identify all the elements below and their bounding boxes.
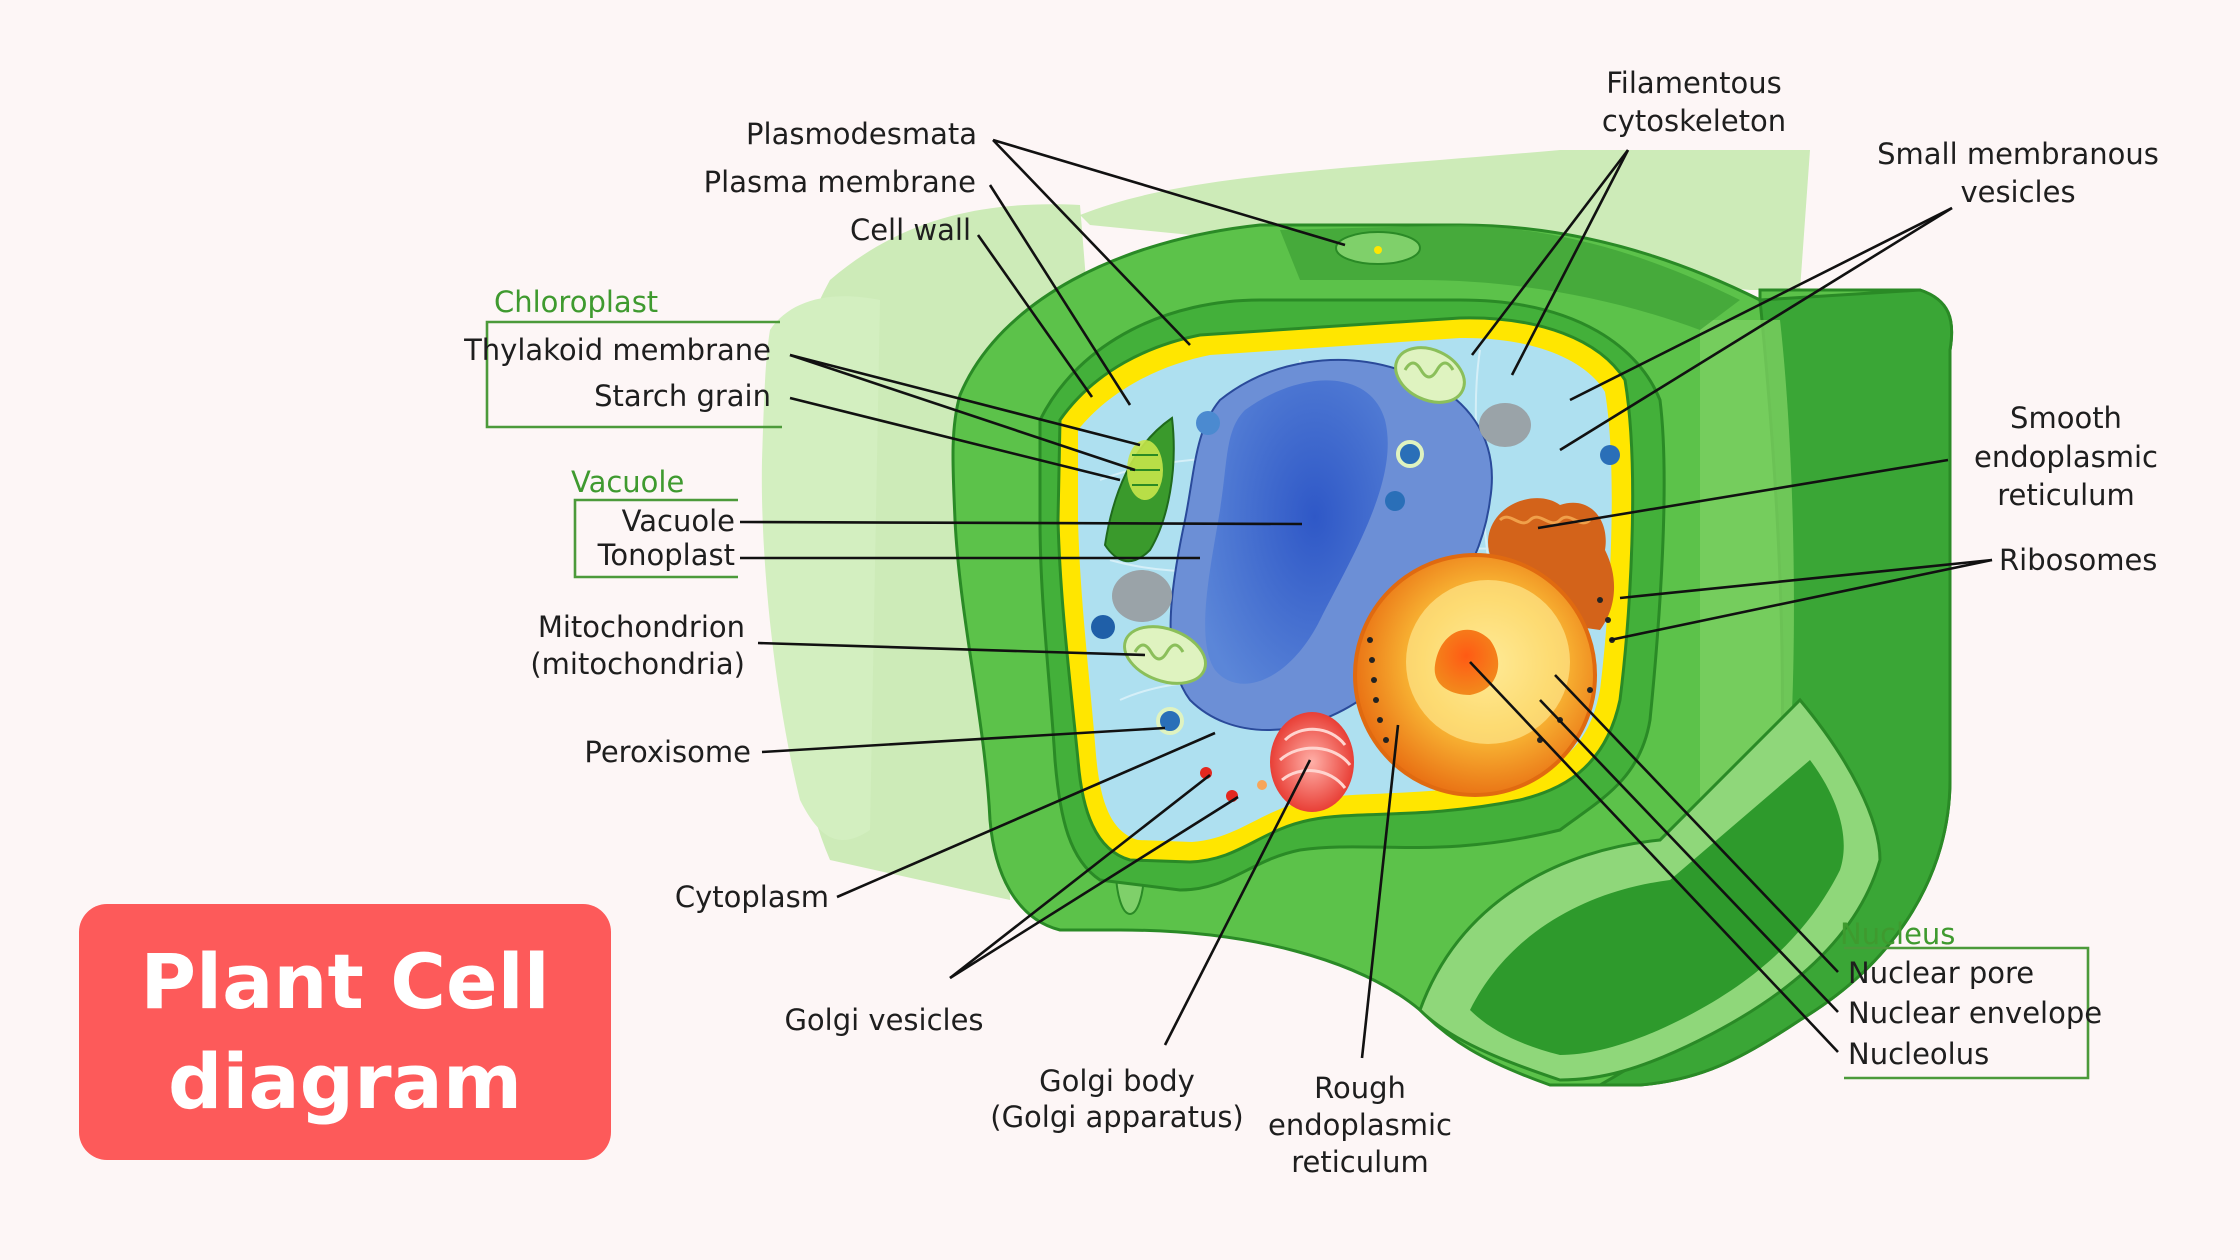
label-mitochondrion: Mitochondrion	[538, 610, 745, 644]
label-smooth-er-2: endoplasmic	[1974, 440, 2158, 474]
title-line-1: Plant Cell	[140, 937, 550, 1026]
label-cell-wall: Cell wall	[850, 213, 971, 247]
label-golgi-vesicles: Golgi vesicles	[784, 1003, 983, 1037]
label-golgi-apparatus: (Golgi apparatus)	[990, 1100, 1244, 1134]
label-peroxisome: Peroxisome	[584, 735, 751, 769]
mitochondrion-upper	[1394, 346, 1466, 404]
title-line-2: diagram	[167, 1037, 523, 1126]
label-small-vesicles-1: Small membranous	[1877, 137, 2159, 171]
group-heading-chloroplast: Chloroplast	[494, 285, 658, 319]
label-tonoplast: Tonoplast	[597, 538, 735, 572]
title-badge: Plant Cell diagram	[79, 904, 611, 1160]
neighbor-cell-left	[761, 296, 880, 840]
label-starch-grain: Starch grain	[594, 379, 771, 413]
label-vacuole: Vacuole	[622, 504, 735, 538]
label-mitochondria: (mitochondria)	[530, 647, 745, 681]
label-small-vesicles-2: vesicles	[1960, 175, 2075, 209]
chloroplast-bracket	[485, 320, 782, 429]
label-nucleolus: Nucleolus	[1848, 1037, 1989, 1071]
label-rough-er-2: endoplasmic	[1268, 1108, 1452, 1142]
label-smooth-er-3: reticulum	[1997, 478, 2135, 512]
labels: Plasmodesmata Plasma membrane Cell wall …	[463, 66, 2159, 1179]
group-heading-vacuole: Vacuole	[571, 465, 684, 499]
label-smooth-er-1: Smooth	[2010, 401, 2122, 435]
group-heading-nucleus: Nucleus	[1840, 917, 1955, 951]
nucleus-group	[1353, 498, 1615, 797]
label-plasma-membrane: Plasma membrane	[704, 165, 976, 199]
label-filamentous-2: cytoskeleton	[1602, 104, 1786, 138]
label-cytoplasm: Cytoplasm	[675, 880, 829, 914]
nucleolus-shape	[1434, 629, 1499, 695]
label-plasmodesmata: Plasmodesmata	[746, 117, 977, 151]
vacuole-bracket	[573, 498, 738, 579]
group-brackets	[485, 320, 2090, 1080]
cell-wall-bottom-inner	[1470, 760, 1844, 1055]
label-nuclear-envelope: Nuclear envelope	[1848, 996, 2102, 1030]
label-rough-er-3: reticulum	[1291, 1145, 1429, 1179]
label-golgi-body: Golgi body	[1039, 1064, 1195, 1098]
label-thylakoid-membrane: Thylakoid membrane	[463, 333, 771, 367]
label-ribosomes: Ribosomes	[1999, 543, 2157, 577]
nucleus-bracket	[1844, 946, 2090, 1080]
golgi-apparatus	[1200, 712, 1354, 812]
label-nuclear-pore: Nuclear pore	[1848, 956, 2034, 990]
label-filamentous-1: Filamentous	[1606, 66, 1782, 100]
vacuole-inner	[1205, 380, 1388, 684]
label-rough-er-1: Rough	[1314, 1071, 1406, 1105]
leader-lines	[739, 138, 1993, 1059]
